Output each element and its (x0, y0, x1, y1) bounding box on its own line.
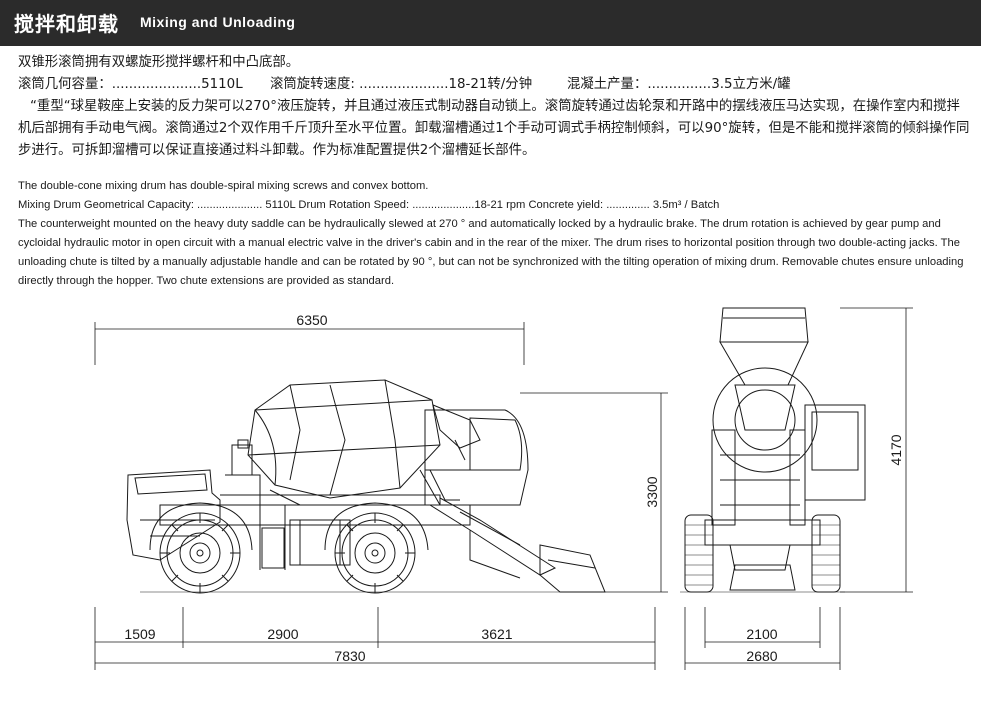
zh-spec-capacity: 滚筒几何容量：.....................5110L (18, 77, 243, 92)
english-description: The double-cone mixing drum has double-s… (18, 177, 973, 291)
mixer-side-view (126, 379, 606, 594)
dim-4170: 4170 (888, 434, 904, 465)
dim-2680: 2680 (746, 648, 777, 664)
zh-specs-line: 滚筒几何容量：.....................5110L 滚筒旋转速度:… (18, 74, 973, 96)
dim-6350: 6350 (296, 312, 327, 328)
section-header: 搅拌和卸载 Mixing and Unloading (0, 0, 981, 46)
zh-paragraph: “重型“球星鞍座上安装的反力架可以270°液压旋转，并且通过液压式制动器自动锁上… (18, 99, 970, 158)
zh-drum-line: 双锥形滚筒拥有双螺旋形搅拌螺杆和中凸底部。 (18, 55, 300, 70)
dimension-lines-front (684, 307, 913, 670)
dim-2900: 2900 (267, 626, 298, 642)
dim-3300: 3300 (644, 476, 660, 507)
section-title-en: Mixing and Unloading (140, 14, 296, 30)
en-specs-line: Mixing Drum Geometrical Capacity: ......… (18, 199, 720, 211)
zh-spec-yield: 混凝土产量：...............3.5立方米/罐 (567, 77, 791, 92)
en-drum-line: The double-cone mixing drum has double-s… (18, 180, 429, 192)
dim-3621: 3621 (481, 626, 512, 642)
dimension-lines-side (94, 322, 668, 670)
chinese-description: 双锥形滚筒拥有双螺旋形搅拌螺杆和中凸底部。 滚筒几何容量：...........… (18, 52, 973, 162)
section-title-zh: 搅拌和卸载 (14, 12, 119, 36)
dim-7830: 7830 (334, 648, 365, 664)
zh-spec-rotation: 滚筒旋转速度: .....................18-21转/分钟 (270, 77, 533, 92)
mixer-front-view (680, 307, 866, 593)
dim-1509: 1509 (124, 626, 155, 642)
dim-2100: 2100 (746, 626, 777, 642)
dimension-labels: 6350 3300 4170 1509 2900 3621 7830 2100 … (124, 312, 904, 664)
en-paragraph: The counterweight mounted on the heavy d… (18, 218, 964, 287)
